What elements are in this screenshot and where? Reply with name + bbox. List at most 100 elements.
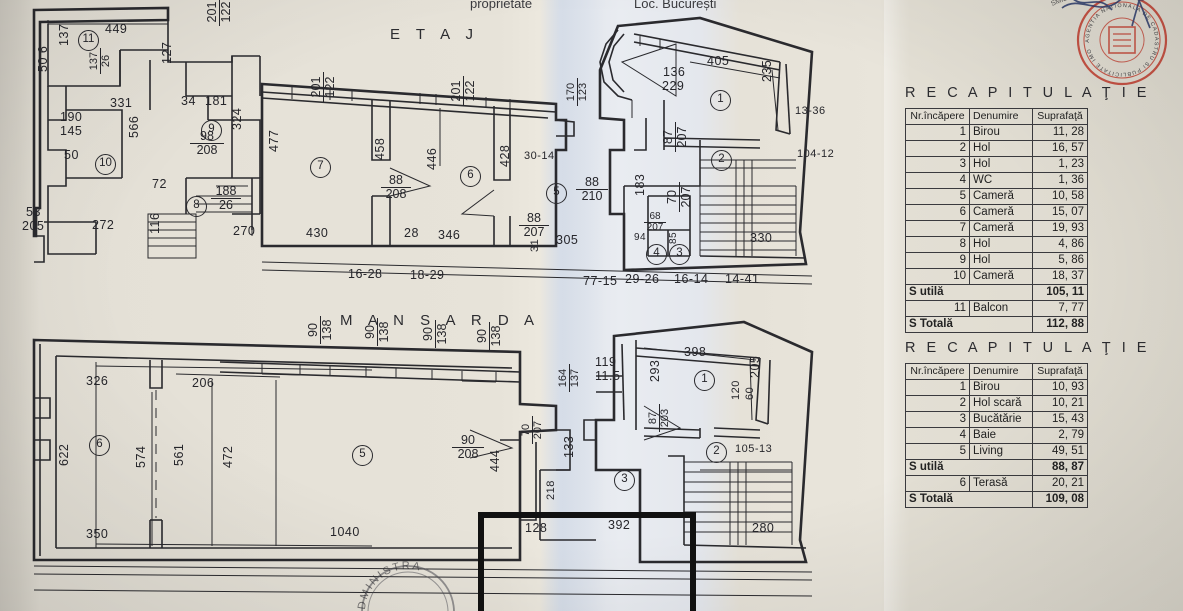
cell-sup: 16, 57 — [1032, 140, 1088, 157]
dim-145: 145 — [60, 124, 83, 138]
dim-98-208: 98 208 — [190, 130, 224, 156]
m-dim-205: 205 — [748, 355, 762, 378]
dim-87-207: 87 207 — [661, 122, 689, 152]
total-label: S Totală — [905, 491, 1033, 508]
room-number-1: 1 — [710, 90, 731, 111]
dim-70-207: 70 207 — [665, 182, 693, 212]
m-dim-444: 444 — [488, 449, 502, 472]
cell-sup: 15, 43 — [1032, 411, 1088, 428]
dim-13-36: 13-36 — [795, 105, 826, 117]
dim-14-41: 14-41 — [725, 272, 760, 286]
cell-nr: 11 — [905, 300, 970, 317]
cell-nr: 2 — [905, 395, 970, 412]
cell-den: Balcon — [969, 300, 1033, 317]
dim-330: 330 — [750, 231, 773, 245]
dim-235: 235 — [760, 59, 774, 82]
cell-nr: 10 — [905, 268, 970, 285]
cell-nr: 6 — [905, 475, 970, 492]
dim-205: 205 — [22, 219, 45, 233]
cell-den: Hol — [969, 236, 1033, 253]
dim-104-12: 104-12 — [797, 148, 835, 160]
dim-428: 428 — [498, 144, 512, 167]
cell-den: Bucătărie — [969, 411, 1033, 428]
dim-170-123: 170 123 — [565, 78, 589, 106]
dim-201-122-a: 201 122 — [309, 72, 337, 102]
cell-den: Hol — [969, 140, 1033, 157]
cell-den: Birou — [969, 124, 1033, 141]
m-dim-280: 280 — [752, 521, 775, 535]
cell-nr: 5 — [905, 443, 970, 460]
dim-272: 272 — [92, 218, 115, 232]
room-number-4: 4 — [646, 244, 667, 265]
cell-sup: 5, 86 — [1032, 252, 1088, 269]
dim-188-26: 188 26 — [211, 185, 241, 211]
total-value: 109, 08 — [1032, 491, 1088, 508]
m-dim-206: 206 — [192, 376, 215, 390]
room-number-10: 10 — [95, 154, 116, 175]
dim-270: 270 — [233, 224, 256, 238]
dim-458: 458 — [373, 137, 387, 160]
m-dim-164-137: 164 137 — [557, 364, 581, 392]
m-dim-90-138-d: 90 138 — [475, 322, 503, 350]
m-room-number-3: 3 — [614, 470, 635, 491]
cell-nr: 5 — [905, 188, 970, 205]
dim-85: 85 — [668, 231, 679, 244]
m-dim-561: 561 — [172, 443, 186, 466]
cell-den: Hol — [969, 252, 1033, 269]
m-dim-60: 60 — [744, 386, 756, 400]
m-room-number-2: 2 — [706, 442, 727, 463]
m-dim-87-203: 87 203 — [647, 404, 671, 432]
dim-16-28: 16-28 — [348, 267, 383, 281]
room-number-9: 9 — [201, 120, 222, 141]
cell-den: Hol — [969, 156, 1033, 173]
header-text-proprietate: proprietate — [470, 0, 533, 11]
dim-183: 183 — [633, 173, 647, 196]
dim-446: 446 — [425, 147, 439, 170]
cell-sup: 7, 77 — [1032, 300, 1088, 317]
th-nr: Nr.încăpere — [905, 108, 970, 125]
dim-127: 127 — [160, 41, 174, 64]
th-suprafata: Suprafaţă — [1032, 363, 1088, 380]
total-label: S Totală — [905, 316, 1033, 333]
m-dim-90-138-c: 90 138 — [421, 320, 449, 348]
dim-72: 72 — [152, 177, 167, 191]
cell-sup: 10, 93 — [1032, 379, 1088, 396]
cell-sup: 20, 21 — [1032, 475, 1088, 492]
dim-449: 449 — [105, 22, 128, 36]
dim-88-210: 88 210 — [576, 176, 608, 202]
m-dim-574: 574 — [134, 445, 148, 468]
cell-sup: 49, 51 — [1032, 443, 1088, 460]
m-dim-392: 392 — [608, 518, 631, 532]
m-dim-120: 120 — [730, 380, 742, 400]
table-header-row: Nr.încăpere Denumire Suprafaţă — [905, 363, 1088, 380]
dim-50: 50 — [64, 148, 79, 162]
cell-den: WC — [969, 172, 1033, 189]
dim-305: 305 — [556, 233, 579, 247]
room-number-3: 3 — [669, 244, 690, 265]
total-value: 112, 88 — [1032, 316, 1088, 333]
recapitulatie-table-2: R E C A P I T U L A Ţ I E Nr.încăpere De… — [905, 340, 1150, 508]
cell-sup: 10, 21 — [1032, 395, 1088, 412]
dim-229: 229 — [662, 79, 685, 93]
cell-den: Cameră — [969, 220, 1033, 237]
dim-68-207: 68 207 — [644, 212, 666, 233]
room-number-2: 2 — [711, 150, 732, 171]
cell-nr: 7 — [905, 220, 970, 237]
m-dim-119: 119 — [595, 355, 617, 369]
